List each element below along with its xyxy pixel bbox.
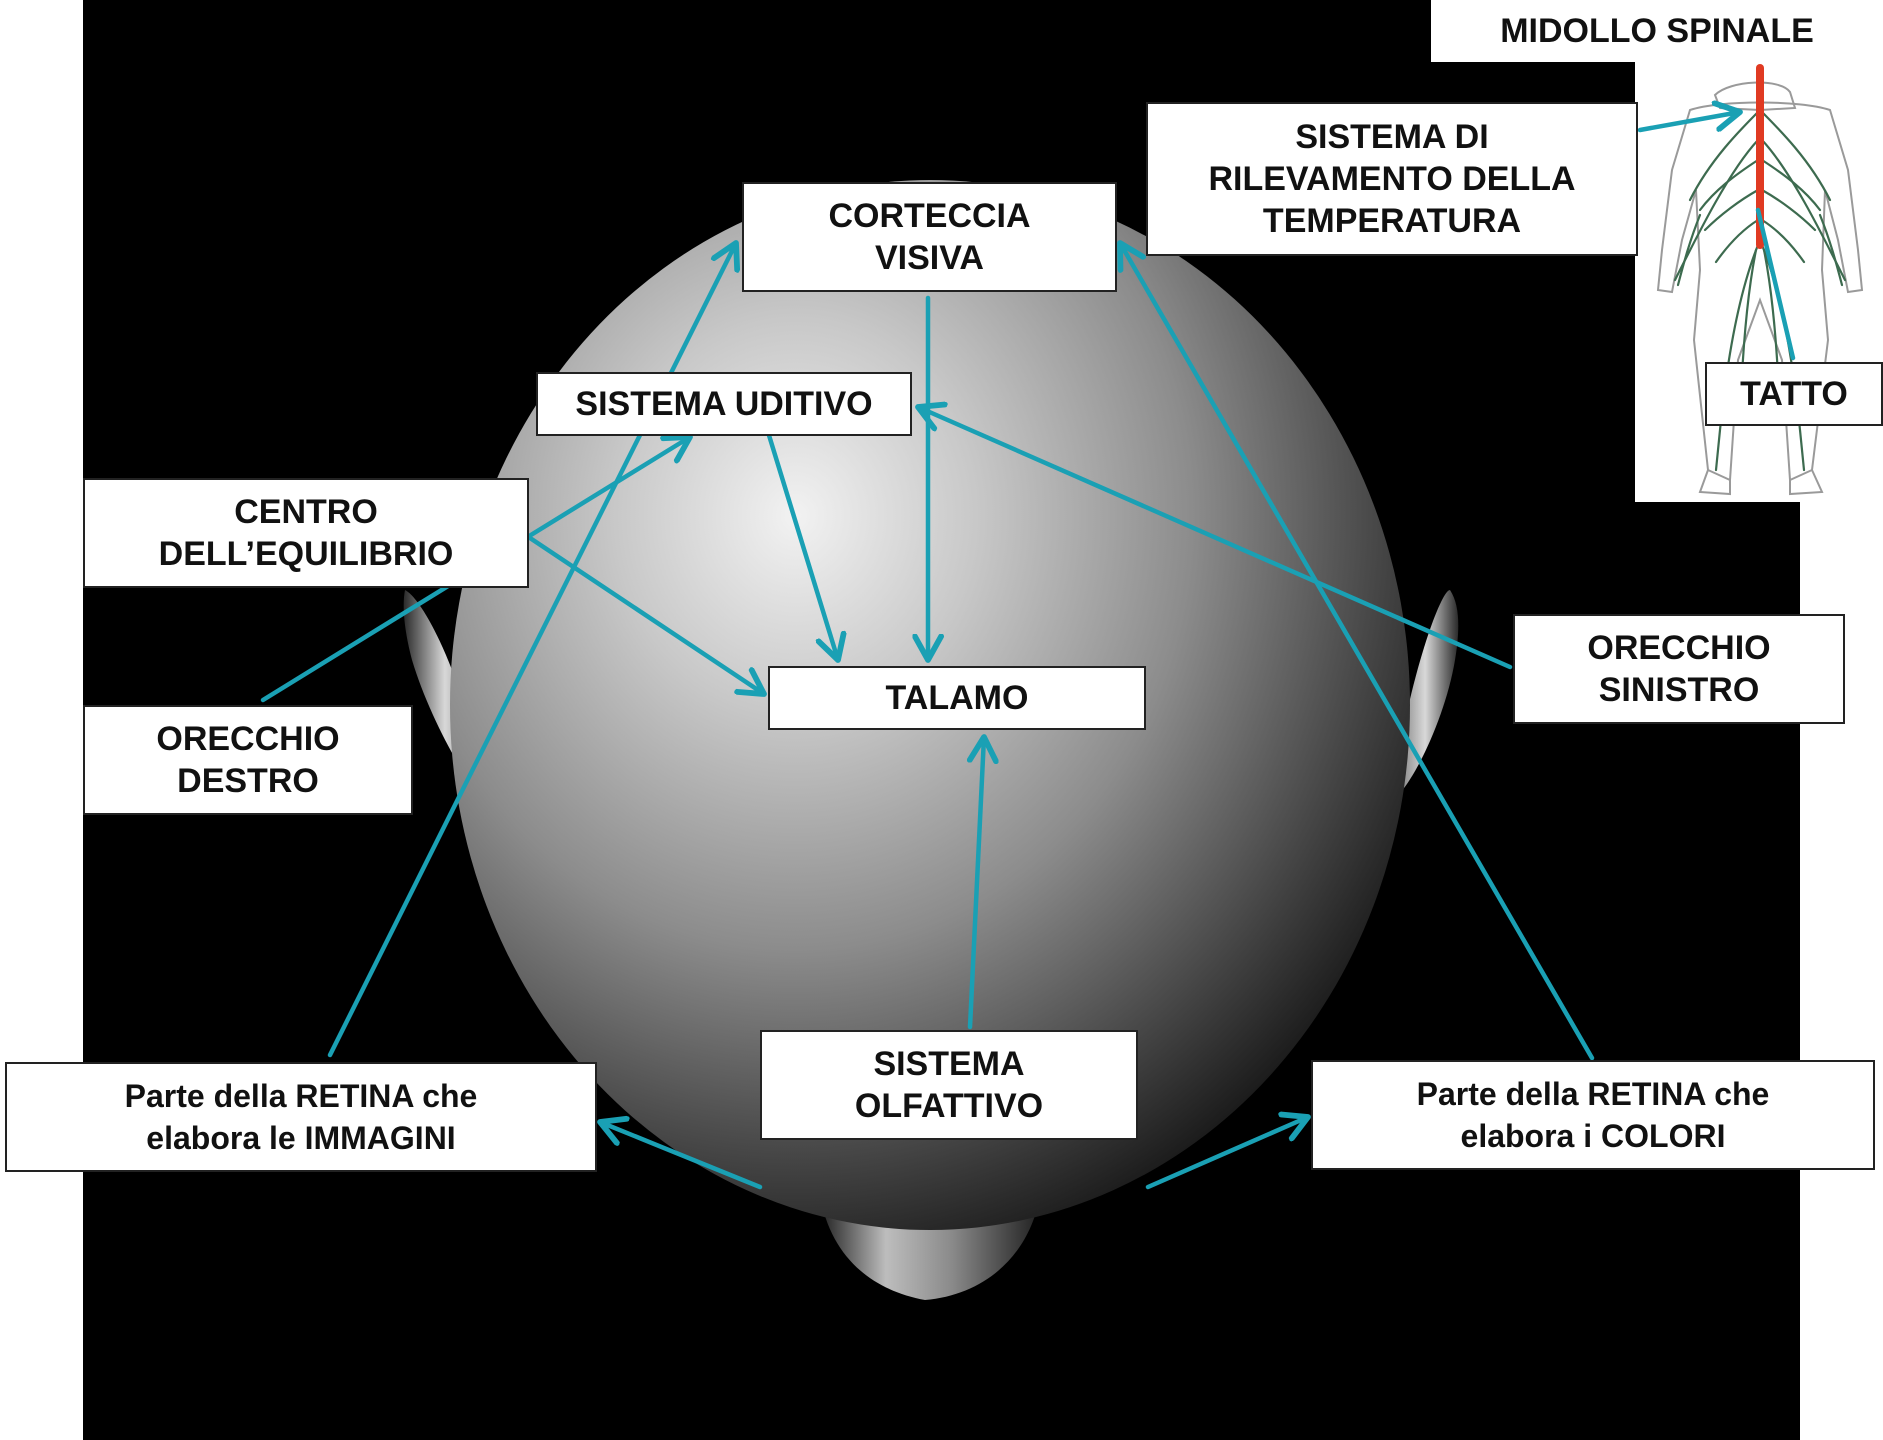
label-sistema-uditivo: SISTEMA UDITIVO	[536, 372, 912, 436]
label-orecchio-sinistro: ORECCHIO SINISTRO	[1513, 614, 1845, 724]
label-midollo-spinale: MIDOLLO SPINALE	[1431, 0, 1883, 62]
label-sistema-temperatura: SISTEMA DI RILEVAMENTO DELLA TEMPERATURA	[1146, 102, 1638, 256]
label-talamo: TALAMO	[768, 666, 1146, 730]
label-tatto: TATTO	[1705, 362, 1883, 426]
label-corteccia-visiva: CORTECCIA VISIVA	[742, 182, 1117, 292]
label-retina-colori: Parte della RETINA che elabora i COLORI	[1311, 1060, 1875, 1170]
label-centro-equilibrio: CENTRO DELL’EQUILIBRIO	[83, 478, 529, 588]
label-retina-immagini: Parte della RETINA che elabora le IMMAGI…	[5, 1062, 597, 1172]
label-sistema-olfattivo: SISTEMA OLFATTIVO	[760, 1030, 1138, 1140]
human-nervous-system-icon	[1635, 62, 1875, 502]
label-orecchio-destro: ORECCHIO DESTRO	[83, 705, 413, 815]
body-background	[1635, 62, 1875, 502]
